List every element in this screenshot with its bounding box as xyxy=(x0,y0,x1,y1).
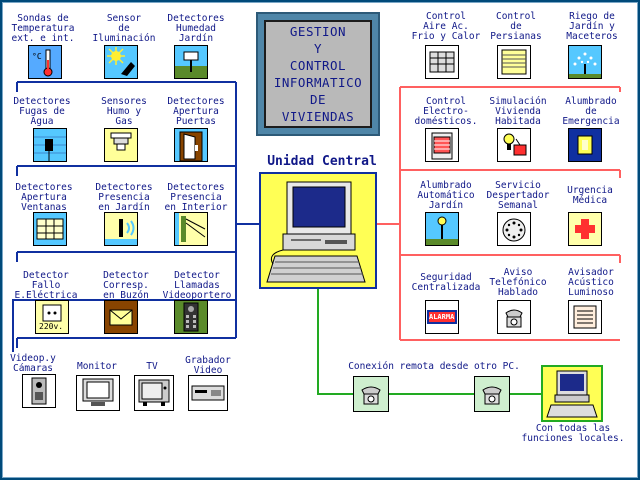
central-unit-label: Unidad Central xyxy=(267,154,377,169)
thermo-unit-text: °C xyxy=(32,52,42,61)
videoportero-icon xyxy=(174,300,208,334)
label-window-detectors: Detectores Apertura Ventanas xyxy=(15,182,73,213)
label-water-leak-detectors: Detectores Fugas de Agua xyxy=(13,96,71,127)
monitor-icon xyxy=(76,375,120,411)
label-light-sensor: Sensor de Iluminación xyxy=(92,13,156,44)
label-wakeup-service: Servicio Despertador Semanal xyxy=(486,180,550,211)
mailbox-icon xyxy=(104,300,138,334)
camera-icon xyxy=(22,374,56,408)
remote-connection-label: Conexión remota desde otro PC. xyxy=(348,361,520,372)
label-power-failure: Detector Fallo E.Eléctrica xyxy=(14,270,78,301)
label-tv: TV xyxy=(146,361,158,372)
garden-presence-icon xyxy=(104,212,138,246)
label-occupancy-simulation: Simulación Vivienda Habitada xyxy=(489,96,547,127)
tv-icon xyxy=(134,375,174,411)
label-irrigation: Riego de Jardín y Maceteros xyxy=(566,11,618,42)
interior-presence-icon xyxy=(174,212,208,246)
label-blinds-control: Control de Persianas xyxy=(490,11,542,42)
diagram-title: GESTION Y CONTROL INFORMATICO DE VIVIEND… xyxy=(273,24,363,124)
label-garden-presence: Detectores Presencia en Jardín xyxy=(95,182,153,213)
label-humidity-detectors: Detectores Humedad Jardín xyxy=(167,13,225,44)
acoustic-alarm-icon xyxy=(568,300,602,334)
blinds-icon xyxy=(497,45,531,79)
label-acoustic-alarm: Avisador Acústico Luminoso xyxy=(568,267,614,298)
label-smoke-gas-sensors: Sensores Humo y Gas xyxy=(101,96,147,127)
central-unit-box xyxy=(259,172,377,289)
remote-pc-box xyxy=(541,365,603,422)
humidity-sensor-icon xyxy=(174,45,208,79)
voltage-text: 220v. xyxy=(39,322,64,331)
door-icon xyxy=(174,128,208,162)
sprinkler-icon xyxy=(568,45,602,79)
power-outlet-icon: 220v. xyxy=(35,300,69,334)
security-alarm-icon: ALARMA xyxy=(425,300,459,334)
garden-lamp-icon xyxy=(425,212,459,246)
alarm-text: ALARMA xyxy=(429,313,455,321)
label-air-conditioning: Control Aire Ac. Frio y Calor xyxy=(411,11,481,42)
alarm-clock-icon xyxy=(497,212,531,246)
emergency-light-icon xyxy=(568,128,602,162)
telephone-icon xyxy=(497,300,531,334)
remote-computer-icon xyxy=(546,370,598,418)
title-box: GESTION Y CONTROL INFORMATICO DE VIVIEND… xyxy=(256,12,380,136)
label-videophone-calls: Detector Llamadas Videoportero xyxy=(162,270,232,301)
computer-icon xyxy=(266,181,366,283)
label-central-security: Seguridad Centralizada xyxy=(411,272,481,293)
label-garden-lighting: Alumbrado Automático Jardín xyxy=(417,180,475,211)
thermometer-icon: °C xyxy=(28,45,62,79)
label-monitor: Monitor xyxy=(76,361,118,372)
medical-cross-icon xyxy=(568,212,602,246)
label-temperature-probes: Sondas de Temperatura ext. e int. xyxy=(11,13,75,44)
appliance-icon xyxy=(425,128,459,162)
modem-phone-icon-remote xyxy=(474,376,510,412)
label-emergency-lighting: Alumbrado de Emergencia xyxy=(562,96,620,127)
modem-phone-icon-local xyxy=(353,376,389,412)
smoke-detector-icon xyxy=(104,128,138,162)
label-appliance-control: Control Electro- domésticos. xyxy=(414,96,478,127)
air-conditioner-icon xyxy=(425,45,459,79)
video-recorder-icon xyxy=(188,375,228,411)
label-video-recorder: Grabador Video xyxy=(185,355,231,376)
occupancy-simulation-icon xyxy=(497,128,531,162)
window-icon xyxy=(33,212,67,246)
label-door-detectors: Detectores Apertura Puertas xyxy=(167,96,225,127)
label-medical-emergency: Urgencia Médica xyxy=(567,185,613,206)
label-interior-presence: Detectores Presencia en Interior xyxy=(164,182,228,213)
sun-icon xyxy=(104,45,138,79)
label-cameras: Videop.y Cámaras xyxy=(10,353,56,374)
water-leak-icon xyxy=(33,128,67,162)
label-mailbox-detector: Detector Corresp. en Buzón xyxy=(103,270,149,301)
label-phone-alert: Aviso Telefónico Hablado xyxy=(489,267,547,298)
remote-caption: Con todas las funciones locales. xyxy=(521,423,625,444)
